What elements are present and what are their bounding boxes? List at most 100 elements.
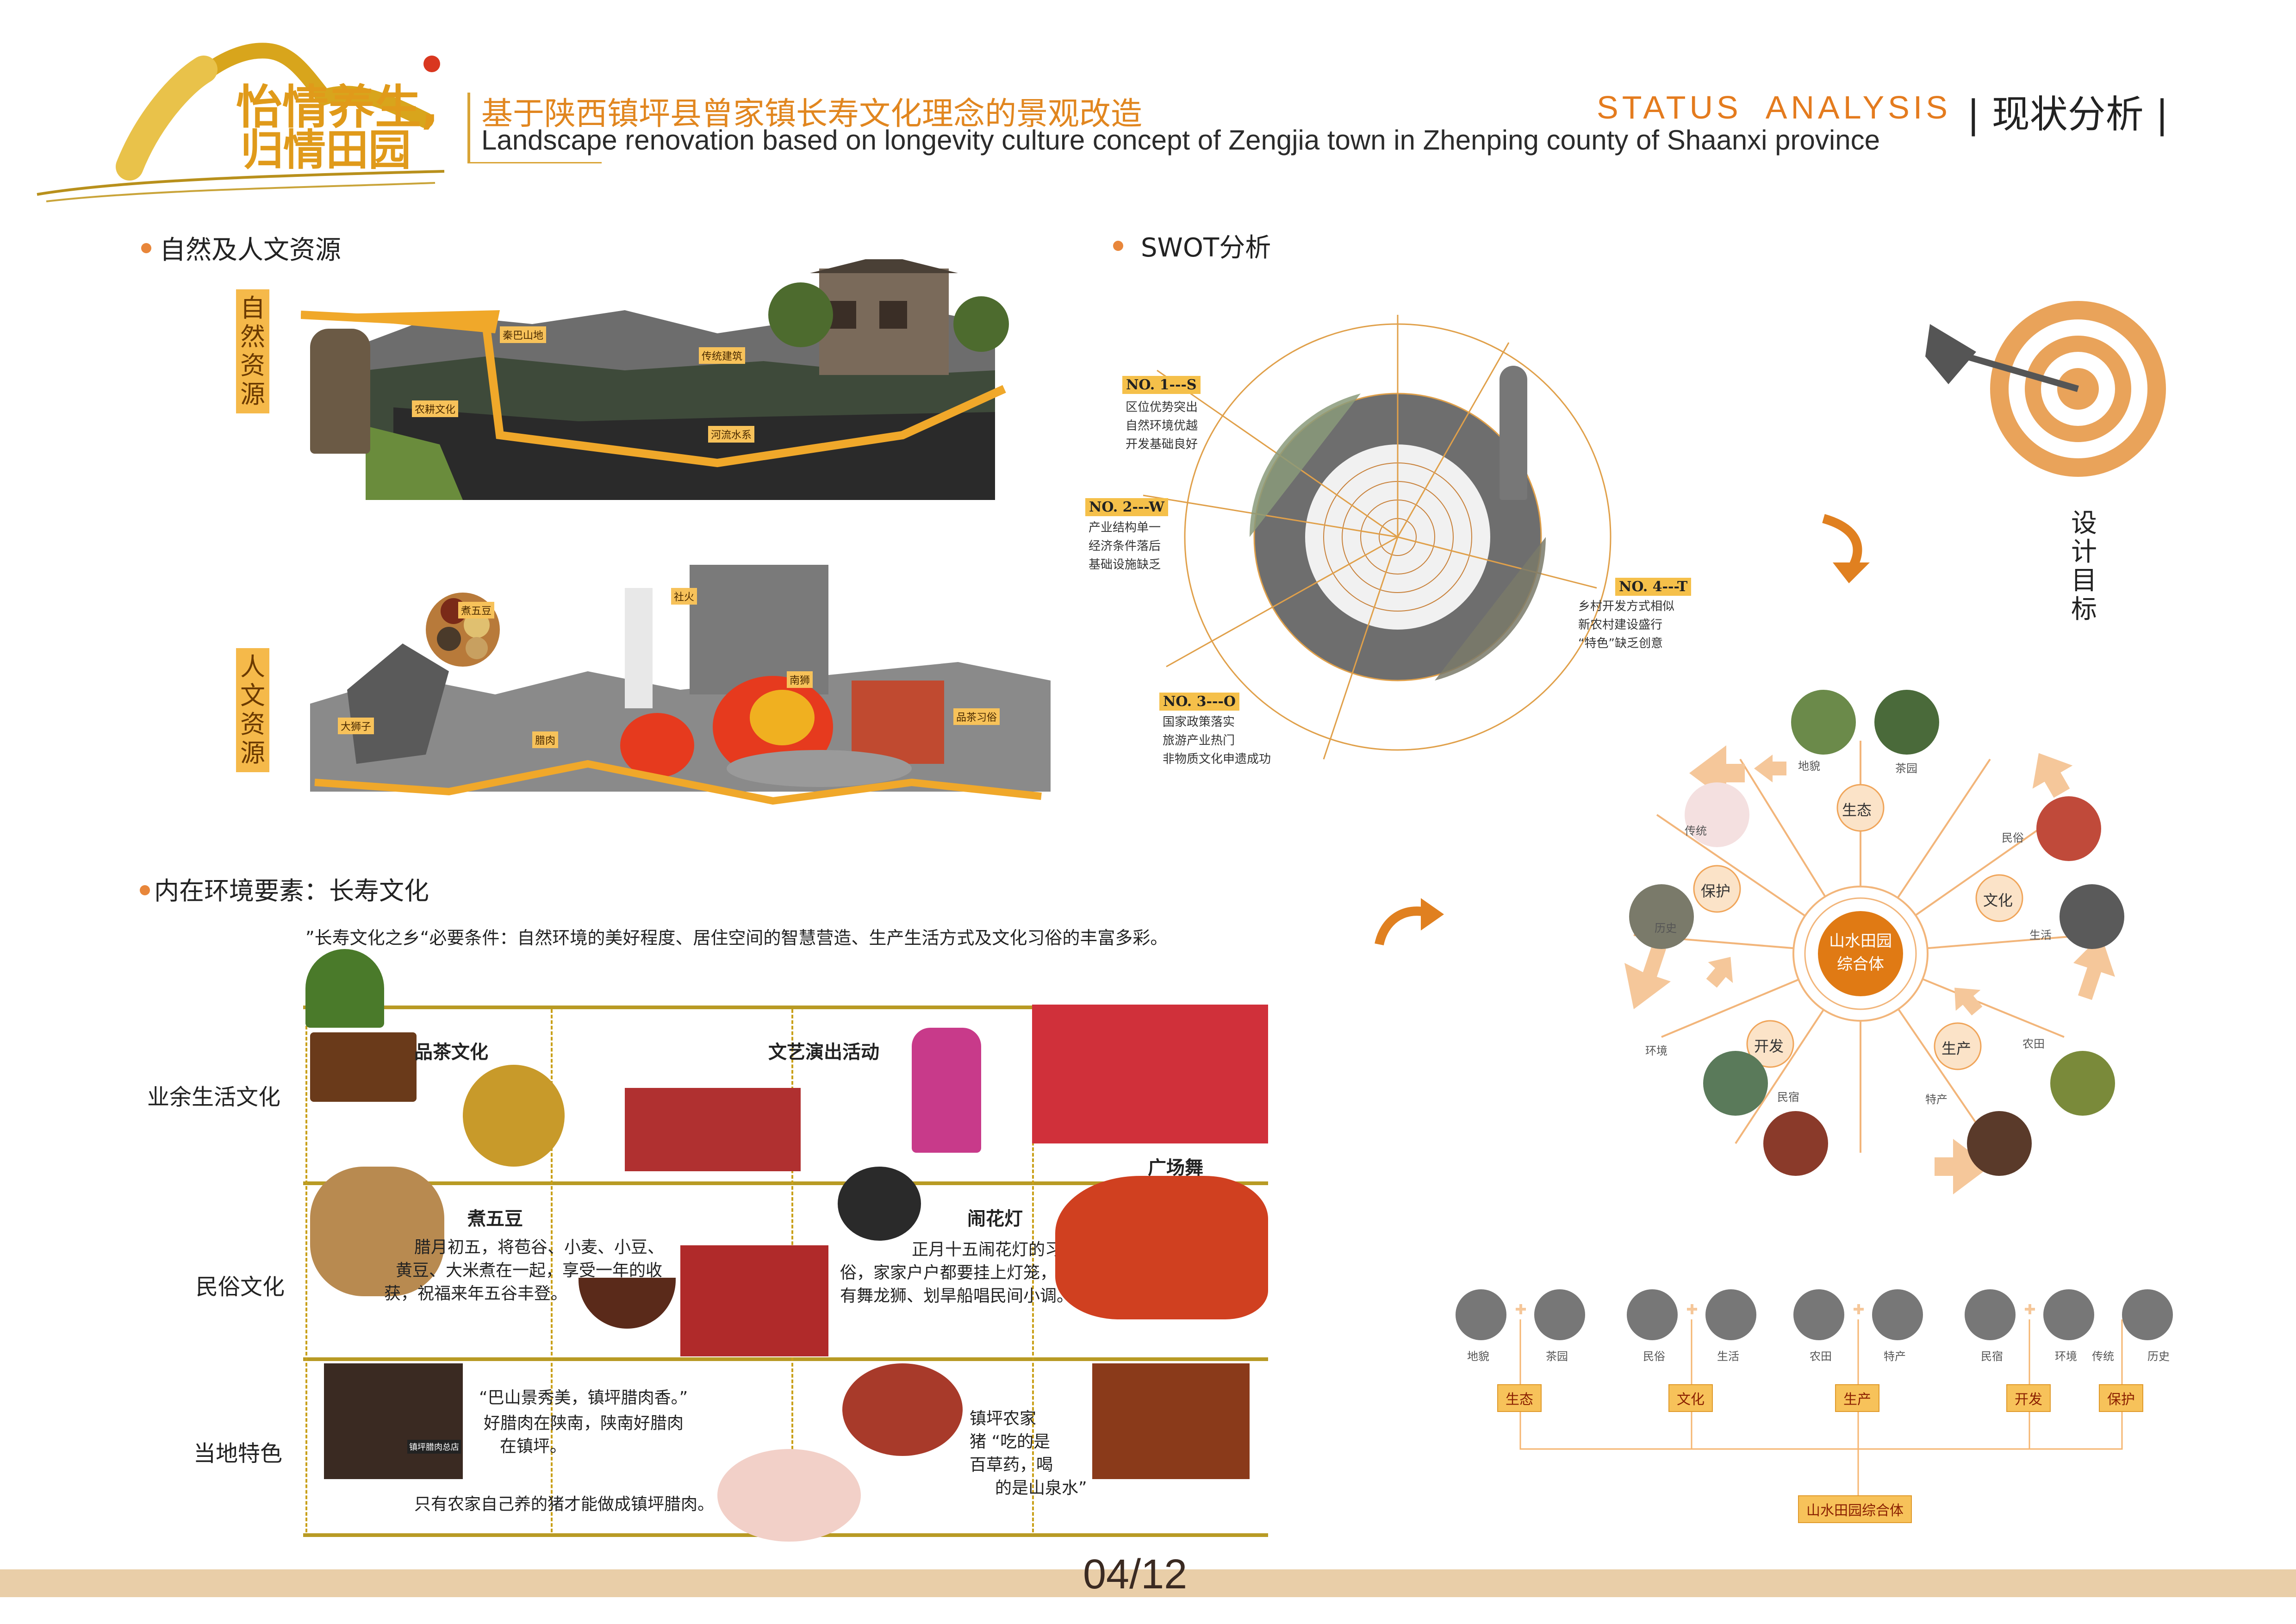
five-beans-image — [310, 1167, 444, 1296]
dancer-image — [912, 1028, 981, 1153]
composition-row: 地貌 茶园 民俗 生活 农田 特产 民宿 环境 传统 历史 生态 文化 生产 开… — [1453, 1287, 2175, 1532]
group2-tag: 文化 — [1668, 1384, 1713, 1412]
square-dance-photo — [1032, 1005, 1268, 1143]
grid-line-row2 — [303, 1357, 1268, 1361]
swot-s-title: NO. 1---S — [1122, 376, 1201, 394]
tag-river-system: 河流水系 — [708, 426, 755, 443]
curved-arrow-down-icon — [1822, 514, 1870, 583]
human-resources-label: 人文资源 — [236, 648, 269, 772]
tag-tea-custom: 品茶习俗 — [953, 708, 1000, 725]
shop-sign: 镇坪腊肉总店 — [407, 1440, 461, 1454]
swot-t-title: NO. 4---T — [1615, 578, 1692, 596]
swot-radial-graphic — [1143, 315, 1612, 760]
wudou-text-2: 黄豆、大米煮在一起，享受一年的收 — [396, 1261, 663, 1280]
wudou-text-3: 获，祝福来年五谷丰登。 — [384, 1284, 568, 1303]
grid-line-top — [303, 1006, 1268, 1009]
meat-text-1: “巴山景秀美，镇坪腊肉香。” — [479, 1388, 688, 1407]
meat-text-2: 好腊肉在陕南，陕南好腊肉 — [484, 1414, 684, 1433]
integration-diagram-graphic — [1624, 690, 2124, 1194]
group1-tag: 生态 — [1497, 1384, 1542, 1412]
swot-w-title: NO. 2---W — [1085, 498, 1168, 516]
photo-label-homestay: 民宿 — [1777, 1091, 1799, 1104]
target-icon — [1925, 301, 2166, 477]
group1-label-b: 茶园 — [1546, 1350, 1568, 1363]
row-label-leisure: 业余生活文化 — [147, 1084, 281, 1110]
group5-tag: 保护 — [2099, 1384, 2143, 1412]
tea-plant-image — [305, 949, 384, 1028]
swot-t-text: 乡村开发方式相似 新农村建设盛行 “特色”缺乏创意 — [1578, 600, 1675, 650]
square-dance-label: 广场舞 — [1148, 1157, 1203, 1179]
tag-south-lion: 南狮 — [787, 671, 813, 688]
grid-line-row1 — [303, 1181, 1268, 1185]
tea-set-image — [310, 1032, 417, 1102]
row-label-local: 当地特色 — [193, 1441, 283, 1467]
row-label-folk: 民俗文化 — [196, 1274, 285, 1300]
section1-bullet — [141, 243, 151, 253]
footer-bar — [0, 1569, 2296, 1597]
status-analysis-cn: | 现状分析 | — [1967, 93, 2169, 137]
bean-soup-bowl-image — [579, 1278, 676, 1329]
group5-label-a: 传统 — [2092, 1350, 2114, 1363]
swot-person-figure — [1500, 366, 1527, 500]
title-chinese: 基于陕西镇坪县曾家镇长寿文化理念的景观改造 — [481, 96, 1143, 132]
swot-title: SWOT分析 — [1141, 233, 1271, 263]
swot-bullet — [1113, 241, 1123, 251]
photo-label-folk: 民俗 — [2002, 831, 2024, 844]
grid-dash-4 — [1032, 1009, 1034, 1532]
group2-label-a: 民俗 — [1643, 1350, 1665, 1363]
footer-page-number: 04/12 — [1083, 1551, 1188, 1598]
status-analysis-en: STATUS ANALYSIS — [1597, 89, 1951, 125]
human-scenery-graphic — [310, 565, 1051, 792]
diagram-node-protection: 保护 — [1701, 882, 1731, 900]
section2-intro: ”长寿文化之乡“必要条件：自然环境的美好程度、居住空间的智慧营造、生产生活方式及… — [305, 928, 1168, 948]
pork-text-3: 百草药，喝 — [970, 1455, 1053, 1474]
tag-wudou: 煮五豆 — [458, 602, 495, 618]
photo-label-tradition: 传统 — [1685, 824, 1707, 837]
lantern-street-photo — [680, 1245, 828, 1356]
composition-result-tag: 山水田园综合体 — [1798, 1495, 1912, 1523]
photo-label-farmland: 农田 — [2022, 1037, 2045, 1050]
tag-big-lion: 大狮子 — [338, 718, 374, 734]
farmer-figure — [310, 329, 370, 454]
group3-label-a: 农田 — [1810, 1350, 1832, 1363]
natural-collage: 秦巴山地 传统建筑 农耕文化 河流水系 — [301, 255, 1018, 518]
logo-mountain — [37, 43, 445, 202]
title-english: Landscape renovation based on longevity … — [481, 125, 1880, 156]
group4-label-b: 环境 — [2055, 1350, 2077, 1363]
logo-text-line1: 怡情养生, — [236, 80, 439, 134]
diagram-center-line1: 山水田园 — [1829, 932, 1892, 950]
diagram-node-ecology: 生态 — [1842, 801, 1872, 819]
pigs-image — [717, 1449, 861, 1542]
logo-seal — [423, 56, 440, 72]
photo-label-specialty: 特产 — [1925, 1093, 1948, 1106]
lantern-title: 闹花灯 — [967, 1208, 1023, 1230]
group1-label-a: 地貌 — [1467, 1350, 1489, 1363]
meat-text-3: 在镇坪。 — [500, 1437, 567, 1456]
section2-title: 内在环境要素：长寿文化 — [154, 876, 429, 906]
wudou-title: 煮五豆 — [467, 1208, 523, 1230]
title-divider — [467, 93, 470, 162]
diagram-node-culture: 文化 — [1983, 892, 2013, 909]
diagram-center-line2: 综合体 — [1837, 955, 1884, 974]
pork-dish-image — [842, 1363, 963, 1456]
pork-text-4: 的是山泉水” — [995, 1479, 1087, 1498]
group5-label-b: 历史 — [2147, 1350, 2170, 1363]
human-route-line — [314, 760, 1042, 805]
group3-label-b: 特产 — [1884, 1350, 1906, 1363]
tag-cured-meat: 腊肉 — [532, 731, 559, 748]
group4-tag: 开发 — [2006, 1384, 2051, 1412]
performance-photo — [625, 1088, 801, 1171]
tea-culture-label: 品茶文化 — [414, 1042, 488, 1063]
section2-bullet — [140, 885, 150, 895]
hanging-meat-photo — [1092, 1363, 1250, 1479]
swot-s-text: 区位优势突出 自然环境优越 开发基础良好 — [1126, 400, 1198, 451]
tag-shehuo: 社火 — [671, 588, 697, 605]
teapot-image — [463, 1065, 565, 1167]
group4-label-a: 民宿 — [1981, 1350, 2003, 1363]
human-collage: 煮五豆 社火 南狮 大狮子 腊肉 品茶习俗 — [310, 551, 1051, 819]
lantern-text-2: 俗，家家户户都要挂上灯笼，还 — [840, 1263, 1074, 1282]
diagram-node-development: 开发 — [1754, 1037, 1784, 1055]
pork-text-1: 镇坪农家 — [970, 1409, 1037, 1428]
natural-route-line — [301, 311, 1006, 468]
tag-qinba-mountain: 秦巴山地 — [500, 326, 547, 343]
